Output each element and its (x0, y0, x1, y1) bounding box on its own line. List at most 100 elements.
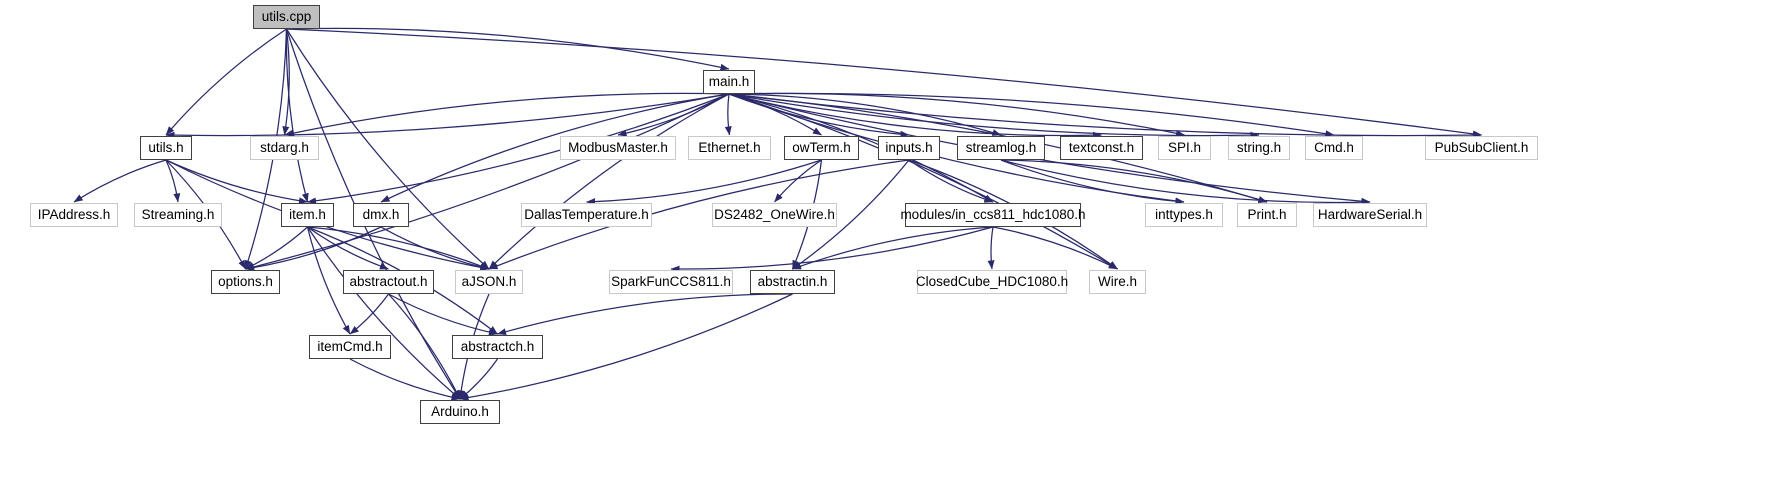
graph-node-label: streamlog.h (965, 140, 1037, 156)
graph-node-Streaming-h[interactable]: Streaming.h (134, 203, 222, 227)
graph-node-label: string.h (1236, 140, 1282, 156)
graph-node-Ethernet-h[interactable]: Ethernet.h (688, 136, 771, 160)
graph-node-stdarg-h[interactable]: stdarg.h (250, 136, 319, 160)
graph-edge (728, 93, 1371, 205)
graph-node-label: modules/in_ccs811_hdc1080.h (900, 207, 1086, 223)
graph-node-label: owTerm.h (792, 140, 851, 156)
graph-edge (73, 159, 167, 203)
graph-node-abstractin-h[interactable]: abstractin.h (750, 270, 835, 294)
graph-edge (165, 93, 730, 139)
graph-node-inputs-h[interactable]: inputs.h (878, 136, 940, 160)
graph-node-label: SparkFunCCS811.h (611, 274, 731, 290)
graph-node-label: HardwareSerial.h (1317, 207, 1423, 223)
graph-node-label: textconst.h (1068, 140, 1135, 156)
graph-node-itemCmd-h[interactable]: itemCmd.h (309, 335, 391, 359)
graph-node-label: stdarg.h (260, 140, 309, 156)
graph-node-label: aJSON.h (461, 274, 517, 290)
graph-node-label: Cmd.h (1314, 140, 1354, 156)
graph-edge (306, 226, 351, 335)
graph-node-label: DallasTemperature.h (524, 207, 649, 223)
graph-node-label: Arduino.h (431, 404, 489, 420)
graph-node-item-h[interactable]: item.h (281, 203, 334, 227)
graph-edge (728, 93, 1260, 139)
graph-edge (459, 293, 793, 402)
graph-node-label: abstractout.h (349, 274, 428, 290)
graph-node-label: Streaming.h (141, 207, 215, 223)
graph-node-Print-h[interactable]: Print.h (1237, 203, 1297, 227)
graph-edge (1000, 159, 1185, 205)
graph-node-label: Ethernet.h (698, 140, 761, 156)
graph-node-inttypes-h[interactable]: inttypes.h (1145, 203, 1223, 227)
graph-node-string-h[interactable]: string.h (1228, 136, 1290, 160)
graph-edge (670, 226, 994, 273)
graph-edge (349, 358, 461, 401)
graph-node-ClosedCube-HDC1080-h[interactable]: ClosedCube_HDC1080.h (915, 270, 1069, 294)
graph-node-label: abstractin.h (757, 274, 828, 290)
graph-edge (285, 28, 309, 203)
graph-edge (285, 28, 490, 270)
graph-node-label: Wire.h (1097, 274, 1137, 290)
graph-edge (284, 92, 730, 137)
graph-node-IPAddress-h[interactable]: IPAddress.h (30, 203, 118, 227)
graph-node-label: utils.cpp (261, 9, 312, 25)
graph-node-utils-cpp[interactable]: utils.cpp (253, 5, 320, 29)
graph-edge (286, 28, 1482, 138)
graph-edge (282, 28, 290, 136)
graph-node-abstractout-h[interactable]: abstractout.h (343, 270, 434, 294)
graph-node-HardwareSerial-h[interactable]: HardwareSerial.h (1313, 203, 1427, 227)
graph-edge (380, 93, 730, 203)
graph-node-options-h[interactable]: options.h (211, 270, 280, 294)
graph-node-DS2482-OneWire-h[interactable]: DS2482_OneWire.h (712, 203, 837, 227)
graph-edge (388, 293, 498, 336)
graph-node-label: item.h (289, 207, 326, 223)
graph-edge (774, 159, 822, 203)
graph-node-Arduino-h[interactable]: Arduino.h (420, 400, 500, 424)
graph-node-label: PubSubClient.h (1434, 140, 1529, 156)
graph-node-DallasTemperature-h[interactable]: DallasTemperature.h (521, 203, 652, 227)
graph-node-label: inttypes.h (1155, 207, 1213, 223)
graph-edge (792, 159, 910, 270)
graph-edge (987, 226, 995, 270)
graph-node-owTerm-h[interactable]: owTerm.h (784, 136, 859, 160)
graph-node-label: dmx.h (362, 207, 400, 223)
graph-node-label: IPAddress.h (37, 207, 111, 223)
graph-edge (728, 92, 1335, 138)
graph-edge (992, 226, 1118, 270)
graph-node-label: inputs.h (885, 140, 933, 156)
graph-edge (165, 159, 181, 203)
graph-edge (349, 293, 390, 335)
graph-node-dmx-h[interactable]: dmx.h (353, 203, 409, 227)
graph-node-ModbusMaster-h[interactable]: ModbusMaster.h (560, 136, 676, 160)
graph-node-PubSubClient-h[interactable]: PubSubClient.h (1425, 136, 1538, 160)
graph-node-textconst-h[interactable]: textconst.h (1060, 136, 1143, 160)
graph-edge (286, 27, 730, 71)
graph-node-label: ModbusMaster.h (568, 140, 668, 156)
graph-edge (728, 93, 1118, 270)
graph-edge (724, 93, 732, 136)
graph-edge (586, 159, 822, 206)
graph-node-label: ClosedCube_HDC1080.h (915, 274, 1069, 290)
graph-node-label: itemCmd.h (317, 339, 383, 355)
graph-node-streamlog-h[interactable]: streamlog.h (957, 136, 1045, 160)
graph-edge (728, 93, 1268, 203)
graph-node-label: options.h (218, 274, 273, 290)
graph-node-Cmd-h[interactable]: Cmd.h (1305, 136, 1363, 160)
graph-edge (488, 159, 910, 270)
graph-node-label: Print.h (1247, 207, 1287, 223)
graph-node-main-h[interactable]: main.h (703, 70, 755, 94)
graph-node-abstractch-h[interactable]: abstractch.h (452, 335, 543, 359)
graph-node-Wire-h[interactable]: Wire.h (1089, 270, 1146, 294)
graph-edge (307, 93, 730, 205)
graph-node-SPI-h[interactable]: SPI.h (1158, 136, 1211, 160)
graph-edge (497, 293, 793, 336)
graph-edge (388, 293, 461, 400)
graph-edge (792, 226, 994, 270)
graph-edge (165, 159, 308, 205)
graph-node-utils-h[interactable]: utils.h (140, 136, 192, 160)
graph-node-SparkFunCCS811-h[interactable]: SparkFunCCS811.h (609, 270, 733, 294)
graph-node-in-ccs811-hdc1080-h[interactable]: modules/in_ccs811_hdc1080.h (900, 203, 1086, 227)
graph-edge (307, 226, 490, 270)
graph-node-aJSON-h[interactable]: aJSON.h (455, 270, 523, 294)
